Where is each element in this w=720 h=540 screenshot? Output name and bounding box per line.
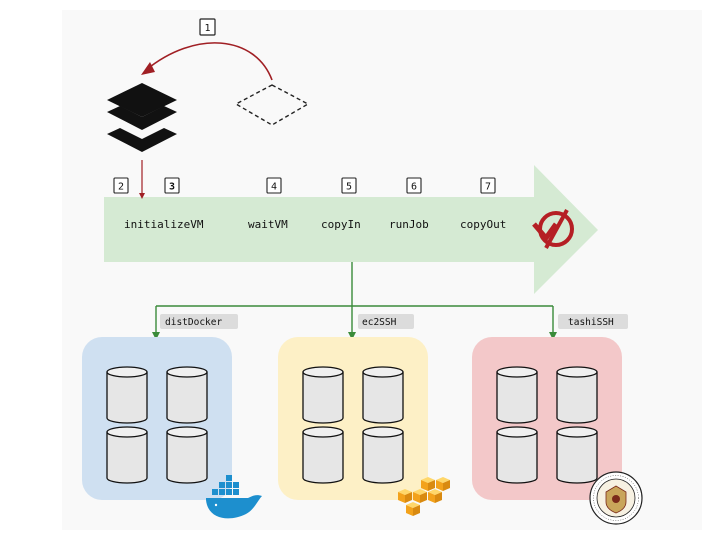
step-badge-2: 2 (113, 177, 129, 194)
tashi-db-cylinder (556, 366, 598, 424)
step-label-7: 7 (485, 182, 491, 193)
aws-cube (421, 477, 435, 491)
step2-connector-head (139, 193, 145, 199)
step-badge-5: 5 (341, 177, 357, 194)
ec2-db-cylinder (302, 426, 344, 484)
tashi-db-cylinder (556, 426, 598, 484)
docker-db-cylinder (166, 366, 208, 424)
docker-db-cylinder (166, 426, 208, 484)
pipeline-arrow (104, 165, 598, 294)
step-label-5: 5 (346, 182, 352, 193)
tag-ec2-label: ec2SSH (362, 317, 397, 328)
aws-cube (413, 489, 427, 503)
tashi-box (472, 337, 622, 500)
forbidden-check-icon (532, 209, 574, 249)
tag-tashi (558, 314, 628, 329)
ec2-db-cylinder (302, 366, 344, 424)
docker-db-cylinder (106, 366, 148, 424)
return-arrow-head (141, 62, 155, 75)
arrowhead-docker (152, 332, 160, 340)
label-initializevm: initializeVM (124, 218, 204, 231)
docker-box (82, 337, 232, 500)
step-badge-1: 1 (199, 18, 216, 36)
distribution-lines (155, 262, 554, 336)
aws-cube (428, 489, 442, 503)
database-cylinders (106, 366, 598, 484)
arrowhead-ec2 (348, 332, 356, 340)
docker-db-cylinder (106, 426, 148, 484)
step-label-2: 2 (118, 182, 124, 193)
step-badge-6: 6 (406, 177, 422, 194)
label-runjob: runJob (389, 218, 429, 231)
step-badge-3: 3 (164, 177, 180, 194)
tag-ec2 (358, 314, 414, 329)
docker-whale-icon (206, 475, 262, 519)
step-label-3: 3 (169, 182, 175, 193)
ec2-db-cylinder (362, 366, 404, 424)
step-badge-7: 7 (480, 177, 496, 194)
ec2-box (278, 337, 428, 500)
label-waitvm: waitVM (248, 218, 288, 231)
label-copyin: copyIn (321, 218, 361, 231)
aws-cube (406, 502, 420, 516)
ec2-db-cylinder (362, 426, 404, 484)
cmu-seal-icon (589, 471, 643, 525)
tag-tashi-label: tashiSSH (568, 317, 614, 328)
aws-cube (398, 489, 412, 503)
aws-cubes-icon (398, 477, 450, 516)
step-label-1: 1 (204, 23, 210, 34)
layers-stack-icon (107, 83, 177, 152)
aws-cube (436, 477, 450, 491)
tag-docker (160, 314, 238, 329)
tashi-db-cylinder (496, 366, 538, 424)
tashi-db-cylinder (496, 426, 538, 484)
label-copyout: copyOut (460, 218, 506, 231)
tag-docker-label: distDocker (165, 317, 222, 328)
step-badge-4: 4 (266, 177, 282, 194)
return-arrow (145, 42, 273, 81)
step-label-6: 6 (411, 182, 417, 193)
arrowhead-tashi (549, 332, 557, 340)
step-label-4: 4 (271, 182, 277, 193)
